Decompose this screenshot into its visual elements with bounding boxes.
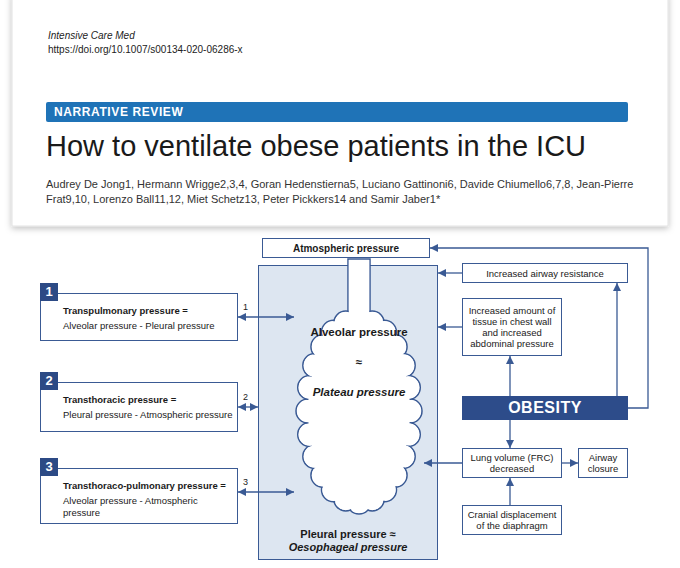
lung-lobes bbox=[296, 308, 422, 514]
box-text: Pleural pressure ≈ bbox=[259, 528, 437, 541]
box-text: Pleural pressure - Atmospheric pressure bbox=[63, 409, 233, 421]
lung-shape: Alveolar pressure ≈ Plateau pressure bbox=[294, 306, 424, 516]
box-heading: Transthoraco-pulmonary pressure = bbox=[63, 480, 233, 492]
article-type-band: NARRATIVE REVIEW bbox=[46, 102, 628, 122]
cause-band: OBESITY bbox=[462, 396, 628, 420]
connector-arrow bbox=[430, 248, 648, 408]
connector-arrow bbox=[509, 420, 510, 448]
box-text: OBESITY bbox=[508, 399, 582, 417]
box-text: Alveolar pressure - Atmospheric pressure bbox=[63, 495, 233, 519]
definition-box: 1Transpulmonary pressure =Alveolar press… bbox=[40, 293, 238, 341]
doi-link: https://doi.org/10.1007/s00134-020-06286… bbox=[48, 44, 368, 55]
connector-arrow bbox=[438, 272, 462, 273]
connector-arrow bbox=[238, 406, 258, 407]
trachea bbox=[348, 259, 370, 329]
definition-box: 3Transthoraco-pulmonary pressure =Alveol… bbox=[40, 468, 238, 524]
box-text: Alveolar pressure bbox=[294, 326, 424, 339]
box-text: Atmospheric pressure bbox=[293, 243, 399, 254]
box-text: Plateau pressure bbox=[294, 386, 424, 399]
effect-box: Lung volume (FRC) decreased bbox=[462, 448, 562, 478]
arrow-number: 2 bbox=[242, 392, 249, 402]
connector-arrow bbox=[509, 356, 510, 396]
callout-number: 3 bbox=[40, 458, 58, 476]
box-text: Increased amount of tissue in chest wall… bbox=[467, 305, 557, 349]
box-text: Oesophageal pressure bbox=[259, 541, 437, 554]
effect-box: Increased airway resistance bbox=[462, 263, 628, 283]
effect-box: Cranial displacement of the diaphragm bbox=[462, 505, 562, 535]
connector-arrow bbox=[238, 491, 294, 492]
connector-arrow bbox=[424, 462, 462, 463]
connector-arrow bbox=[238, 316, 294, 317]
box-text: Alveolar pressure - Pleural pressure bbox=[63, 320, 233, 332]
callout-number: 2 bbox=[40, 372, 58, 390]
box-text: NARRATIVE REVIEW bbox=[54, 105, 183, 119]
box-heading: Transthoracic pressure = bbox=[63, 394, 233, 406]
box-text: ≈ bbox=[294, 356, 424, 369]
effect-box: Increased amount of tissue in chest wall… bbox=[462, 298, 562, 356]
box-text: Increased airway resistance bbox=[486, 268, 604, 279]
chest-region: Pleural pressure ≈Oesophageal pressure Al… bbox=[258, 265, 438, 560]
effect-box: Airway closure bbox=[578, 448, 628, 478]
arrow-number: 1 bbox=[242, 302, 249, 312]
connector-arrow bbox=[562, 462, 578, 463]
box-text: Cranial displacement of the diaphragm bbox=[467, 509, 557, 531]
arrow-number: 3 bbox=[242, 477, 249, 487]
callout-number: 1 bbox=[40, 283, 58, 301]
box-text: Airway closure bbox=[583, 452, 623, 474]
box-text: Lung volume (FRC) decreased bbox=[467, 452, 557, 474]
paper-title: How to ventilate obese patients in the I… bbox=[46, 130, 586, 163]
journal-name: Intensive Care Med bbox=[48, 30, 348, 41]
connector-arrow bbox=[438, 326, 462, 327]
pressure-box: Atmospheric pressure bbox=[262, 238, 430, 258]
paper-card bbox=[12, 0, 668, 226]
definition-box: 2Transthoracic pressure =Pleural pressur… bbox=[40, 382, 238, 432]
connector-arrow bbox=[509, 478, 510, 505]
connector-arrow bbox=[616, 283, 617, 396]
author-list: Audrey De Jong1, Hermann Wrigge2,3,4, Go… bbox=[46, 177, 636, 207]
box-heading: Transpulmonary pressure = bbox=[63, 305, 233, 317]
